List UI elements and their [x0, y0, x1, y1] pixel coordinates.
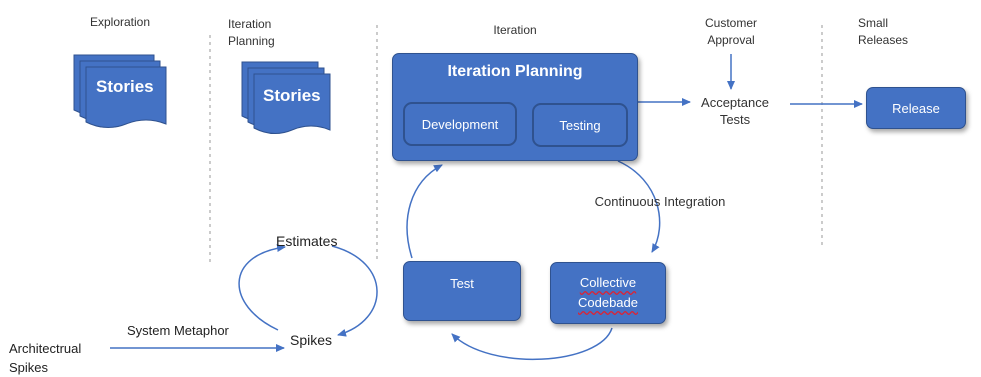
- iteration-planning-title: Iteration Planning: [447, 63, 583, 80]
- arrow-estimates-to-spikes: [331, 245, 378, 337]
- stories-exploration-text: Stories: [96, 77, 154, 96]
- phase-iteration-planning-label: Iteration Planning: [228, 17, 275, 48]
- stories-shape-exploration: [73, 54, 167, 128]
- development-box: Development: [403, 102, 517, 146]
- phase-iteration-label: Iteration: [493, 23, 537, 37]
- architectural-spikes-label: Architectrual Spikes: [9, 341, 82, 375]
- acceptance-tests-label: Acceptance Tests: [701, 95, 769, 127]
- collective-codebase-box: Collective Codebade: [550, 262, 666, 324]
- stories-shape-planning: [241, 61, 331, 134]
- phase-exploration-label: Exploration: [89, 15, 151, 29]
- arrow-test-to-iteration: [406, 164, 443, 259]
- arrow-codebase-to-test: [451, 327, 613, 361]
- estimates-label: Estimates: [276, 233, 338, 249]
- release-box: Release: [866, 87, 966, 129]
- phase-customer-approval-label: Customer Approval: [704, 16, 757, 47]
- continuous-integration-label: Continuous Integration: [594, 194, 726, 209]
- spikes-label: Spikes: [290, 332, 333, 348]
- arrow-spikes-to-estimates: [238, 244, 286, 331]
- system-metaphor-label: System Metaphor: [127, 323, 229, 338]
- stories-planning-text: Stories: [263, 86, 321, 105]
- arrow-ci-to-codebase: [617, 160, 661, 253]
- iteration-planning-box: Iteration Planning Development Testing: [392, 53, 638, 161]
- testing-box: Testing: [532, 103, 628, 147]
- phase-small-releases-label: Small Releases: [858, 16, 909, 47]
- test-box: Test: [403, 261, 521, 321]
- collective-codebase-text: Collective Codebade: [578, 275, 638, 310]
